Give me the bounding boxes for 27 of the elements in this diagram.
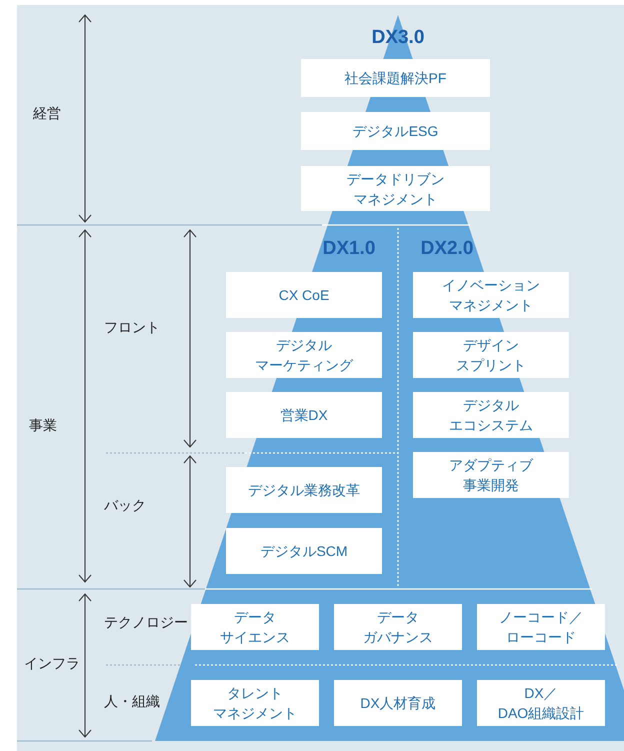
row-label: インフラ: [24, 655, 80, 673]
item-box: データドリブンマネジメント: [301, 166, 490, 211]
row-label: 人・組織: [104, 693, 160, 711]
item-box: デジタルエコシステム: [413, 392, 569, 438]
stage-title: DX1.0: [322, 238, 376, 260]
item-box: DX人材育成: [334, 680, 462, 726]
row-label: テクノロジー: [104, 614, 188, 632]
row-label: 事業: [29, 417, 57, 435]
row-label: フロント: [104, 319, 160, 337]
item-box: タレントマネジメント: [191, 680, 319, 726]
item-box: デジタルSCM: [226, 528, 382, 574]
item-box: データガバナンス: [334, 604, 462, 650]
item-box: アダプティブ事業開発: [413, 452, 569, 498]
item-box: デジタルESG: [301, 112, 490, 150]
row-label: 経営: [33, 105, 61, 123]
item-box: ノーコード／ローコード: [477, 604, 605, 650]
item-box: デザインスプリント: [413, 332, 569, 378]
item-box: デジタル業務改革: [226, 467, 382, 513]
item-box: 社会課題解決PF: [301, 59, 490, 97]
item-box: イノベーションマネジメント: [413, 272, 569, 318]
item-box: 営業DX: [226, 392, 382, 438]
item-box: DX／DAO組織設計: [477, 680, 605, 726]
item-box: デジタルマーケティング: [226, 332, 382, 378]
item-box: データサイエンス: [191, 604, 319, 650]
row-label: バック: [104, 497, 146, 515]
item-box: CX CoE: [226, 272, 382, 318]
stage-title: DX2.0: [420, 238, 474, 260]
